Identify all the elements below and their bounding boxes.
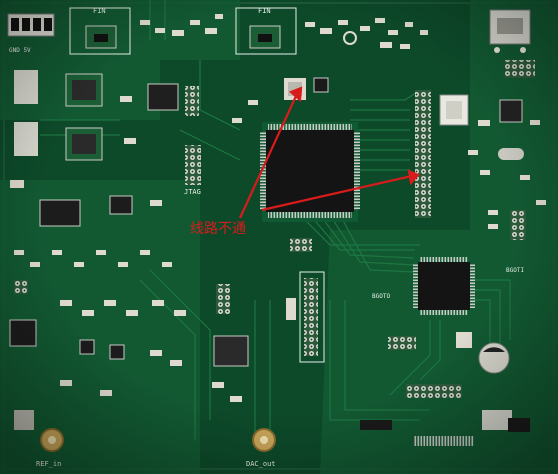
jtag-label: JTAG [184, 188, 201, 196]
ref-in-label: REF_in [36, 460, 61, 468]
annotation-text: 线路不通 [190, 221, 246, 237]
electrolytic-capacitor [478, 342, 510, 374]
bgoti-label: BGOTI [506, 267, 524, 274]
fin-right-label: FIN [258, 7, 271, 15]
bgoto-label: BGOTO [372, 293, 390, 300]
svg-text:GND 5V: GND 5V [9, 47, 31, 54]
annotation-arrows [239, 86, 420, 219]
dac-out-label: DAC_out [246, 460, 276, 468]
fin-left-label: FIN [93, 7, 106, 15]
